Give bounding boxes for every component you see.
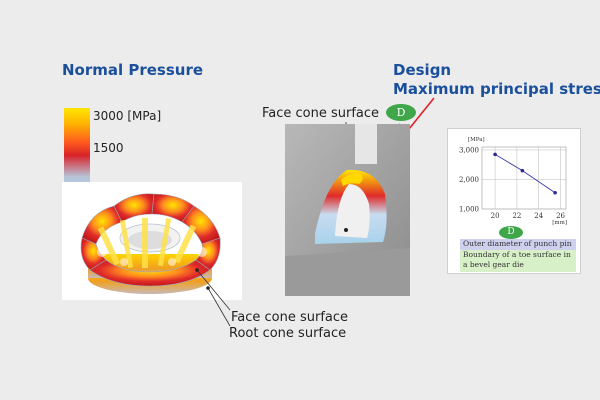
max-principal-stress-title: Maximum principal stress	[393, 80, 600, 98]
scale-max-label: 3000 [MPa]	[93, 109, 162, 123]
data-point	[520, 168, 525, 173]
face-cone-surface-label: Face cone surface	[231, 310, 349, 325]
gear-pressure-image	[62, 182, 242, 300]
y-tick-label: 2,000	[459, 176, 479, 184]
outer-diameter-label: Outer diameter of punch pin	[460, 239, 576, 250]
y-tick-label: 3,000	[459, 146, 479, 154]
face-cone-surface-top-label: Face cone surface	[262, 106, 380, 121]
die-cross-section-illustration	[285, 124, 410, 296]
series-line	[494, 153, 556, 194]
die-stress-image	[285, 124, 410, 296]
chart-plot-frame	[481, 146, 567, 210]
toe-surface-boundary-label: Boundary of a toe surface in a bevel gea…	[460, 250, 576, 272]
y-axis-unit: [MPa]	[468, 137, 485, 143]
chart-d-badge: D	[499, 226, 523, 239]
x-axis-unit: [mm]	[552, 220, 567, 226]
data-point	[493, 152, 497, 157]
scale-mid-label: 1500	[93, 141, 124, 155]
die-d-badge: D	[386, 104, 416, 121]
pressure-color-scale	[64, 108, 90, 194]
normal-pressure-title: Normal Pressure	[62, 61, 204, 79]
y-tick-label: 1,000	[459, 206, 479, 214]
x-tick-label: 20	[491, 212, 500, 220]
design-title: Design	[393, 61, 452, 79]
x-tick-label: 22	[512, 212, 521, 220]
x-tick-label: 26	[556, 212, 565, 220]
stress-line-chart: 1,000 2,000 3,000 20 22 24 26 [MPa] [mm]	[459, 137, 567, 226]
root-cone-surface-label: Root cone surface	[229, 326, 347, 341]
x-tick-label: 24	[534, 212, 543, 220]
stress-chart-panel: 1,000 2,000 3,000 20 22 24 26 [MPa] [mm] D Outer…	[447, 128, 581, 274]
data-point	[553, 190, 557, 195]
bevel-gear-illustration	[80, 193, 221, 294]
